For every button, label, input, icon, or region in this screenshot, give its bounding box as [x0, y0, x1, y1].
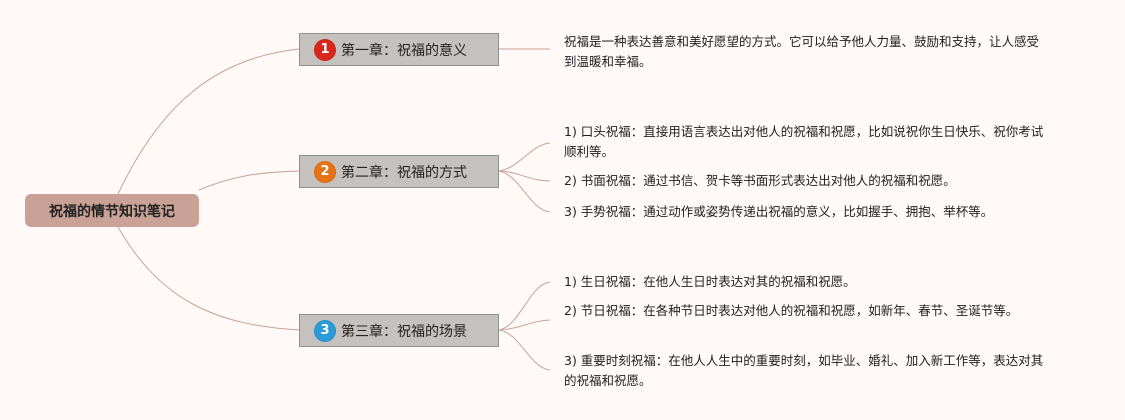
link-ch3-note1: [498, 281, 551, 331]
chapter-2-note-2[interactable]: 2) 书面祝福：通过书信、贺卡等书面形式表达出对他人的祝福和祝愿。: [564, 173, 956, 188]
chapter-2-number-badge: 2: [314, 160, 336, 183]
link-root-ch2: [198, 170, 300, 191]
link-ch2-note2: [498, 170, 551, 182]
chapter-3-number-badge: 3: [314, 319, 336, 342]
chapter-3-note-3[interactable]: 3) 重要时刻祝福：在他人人生中的重要时刻，如毕业、婚礼、加入新工作等，表达对其…: [564, 353, 1044, 388]
chapter-1-node[interactable]: 1 第一章：祝福的意义: [299, 33, 499, 66]
chapter-3-note-1[interactable]: 1) 生日祝福：在他人生日时表达对其的祝福和祝愿。: [564, 274, 856, 289]
root-topic[interactable]: 祝福的情节知识笔记: [25, 194, 199, 227]
chapter-2-node[interactable]: 2 第二章：祝福的方式: [299, 155, 499, 188]
link-ch3-note3: [498, 329, 551, 371]
link-ch2-note1: [498, 142, 551, 172]
link-ch2-note3: [498, 170, 551, 213]
chapter-2-note-1[interactable]: 1) 口头祝福：直接用语言表达出对他人的祝福和祝愿，比如说祝你生日快乐、祝你考试…: [564, 124, 1044, 159]
link-ch3-note2: [498, 319, 551, 331]
chapter-3-title: 第三章：祝福的场景: [341, 323, 467, 340]
chapter-3-note-2[interactable]: 2) 节日祝福：在各种节日时表达对他人的祝福和祝愿，如新年、春节、圣诞节等。: [564, 303, 1019, 318]
chapter-2-title: 第二章：祝福的方式: [341, 164, 467, 181]
link-root-ch1: [117, 48, 300, 195]
chapter-3-node[interactable]: 3 第三章：祝福的场景: [299, 314, 499, 347]
link-root-ch3: [117, 226, 300, 331]
chapter-2-note-3[interactable]: 3) 手势祝福：通过动作或姿势传递出祝福的意义，比如握手、拥抱、举杯等。: [564, 204, 994, 219]
chapter-1-number-badge: 1: [314, 38, 336, 61]
chapter-1-title: 第一章：祝福的意义: [341, 42, 467, 59]
chapter-1-note[interactable]: 祝福是一种表达善意和美好愿望的方式。它可以给予他人力量、鼓励和支持，让人感受到温…: [564, 34, 1040, 69]
root-title: 祝福的情节知识笔记: [49, 203, 175, 220]
